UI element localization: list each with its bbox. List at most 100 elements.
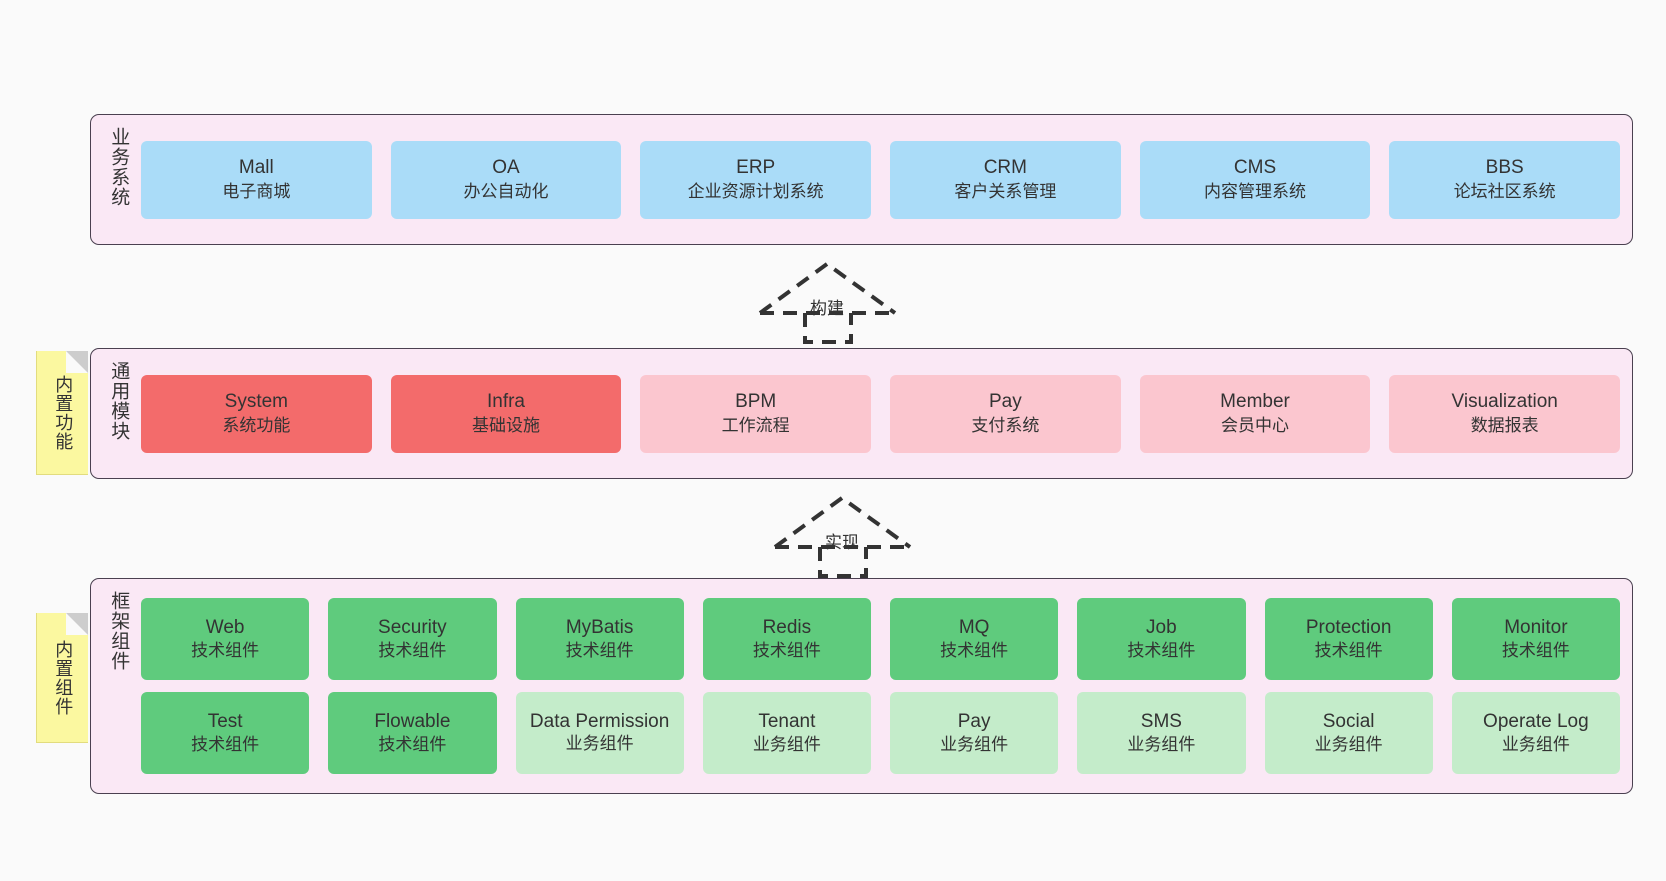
module-subtitle: 基础设施 <box>472 415 540 435</box>
module-card-visualization[interactable]: Visualization 数据报表 <box>1389 374 1621 453</box>
module-card-infra[interactable]: Infra 基础设施 <box>390 374 622 453</box>
module-subtitle: 业务组件 <box>1501 735 1570 755</box>
module-subtitle: 业务组件 <box>1127 735 1196 755</box>
module-subtitle: 技术组件 <box>378 735 447 755</box>
module-card-member[interactable]: Member 会员中心 <box>1139 374 1371 453</box>
module-card-erp[interactable]: ERP 企业资源计划系统 <box>640 140 872 219</box>
module-title: Visualization <box>1451 391 1558 413</box>
module-card-data-permission[interactable]: Data Permission 业务组件 <box>515 692 684 774</box>
module-card-flowable[interactable]: Flowable 技术组件 <box>328 692 497 774</box>
layer-common-modules: 通用模块 System 系统功能 Infra 基础设施 BPM 工作流程 Pay <box>90 348 1633 479</box>
module-title: CMS <box>1233 157 1277 179</box>
module-card-protection[interactable]: Protection 技术组件 <box>1264 598 1433 680</box>
module-subtitle: 技术组件 <box>191 735 260 755</box>
module-title: Monitor <box>1504 616 1568 638</box>
module-subtitle: 工作流程 <box>721 415 790 435</box>
module-subtitle: 技术组件 <box>940 641 1009 661</box>
connector-build-arrow <box>755 258 905 344</box>
module-title: Redis <box>762 616 812 638</box>
module-card-mall[interactable]: Mall 电子商城 <box>141 140 372 219</box>
module-title: Social <box>1322 710 1375 732</box>
module-subtitle: 电子商城 <box>222 181 291 201</box>
module-card-tenant[interactable]: Tenant 业务组件 <box>702 692 871 774</box>
module-subtitle: 客户关系管理 <box>954 181 1057 201</box>
layer-row: Web 技术组件 Security 技术组件 MyBatis 技术组件 Redi… <box>141 598 1620 680</box>
module-title: Pay <box>988 391 1022 413</box>
module-subtitle: 数据报表 <box>1470 415 1539 435</box>
module-card-crm[interactable]: CRM 客户关系管理 <box>890 140 1121 219</box>
note-fold-icon <box>66 351 88 373</box>
module-subtitle: 技术组件 <box>378 641 447 661</box>
module-subtitle: 技术组件 <box>191 641 260 661</box>
module-card-web[interactable]: Web 技术组件 <box>141 598 310 680</box>
layer-business-systems: 业务系统 Mall 电子商城 OA 办公自动化 ERP 企业资源计划系统 CRM <box>90 114 1633 245</box>
module-card-test[interactable]: Test 技术组件 <box>141 692 310 774</box>
module-subtitle: 办公自动化 <box>463 181 549 201</box>
module-title: OA <box>492 157 520 179</box>
module-card-pay-business[interactable]: Pay 业务组件 <box>890 692 1059 774</box>
module-subtitle: 业务组件 <box>565 733 634 753</box>
module-title: Tenant <box>758 710 816 732</box>
layer-row: Mall 电子商城 OA 办公自动化 ERP 企业资源计划系统 CRM 客户关系… <box>141 140 1621 219</box>
module-title: SMS <box>1140 710 1182 732</box>
module-subtitle: 业务组件 <box>1314 735 1383 755</box>
layer-body-common-modules: System 系统功能 Infra 基础设施 BPM 工作流程 Pay 支付系统… <box>135 359 1621 468</box>
module-subtitle: 会员中心 <box>1221 415 1290 435</box>
module-title: Mall <box>238 157 274 179</box>
module-subtitle: 业务组件 <box>752 735 821 755</box>
layer-body-business-systems: Mall 电子商城 OA 办公自动化 ERP 企业资源计划系统 CRM 客户关系… <box>135 125 1621 234</box>
module-card-sms[interactable]: SMS 业务组件 <box>1077 692 1246 774</box>
layer-title-business-systems: 业务系统 <box>108 127 130 207</box>
module-title: BPM <box>735 391 777 413</box>
note-builtin-components: 内置组件 <box>36 613 88 743</box>
module-subtitle: 系统功能 <box>222 415 291 435</box>
module-subtitle: 技术组件 <box>752 641 821 661</box>
module-card-redis[interactable]: Redis 技术组件 <box>702 598 871 680</box>
module-card-monitor[interactable]: Monitor 技术组件 <box>1451 598 1620 680</box>
module-title: Test <box>207 710 243 732</box>
module-subtitle: 技术组件 <box>1501 641 1570 661</box>
module-card-operate-log[interactable]: Operate Log 业务组件 <box>1451 692 1620 774</box>
module-card-system[interactable]: System 系统功能 <box>141 374 372 453</box>
layer-framework-components: 框架组件 Web 技术组件 Security 技术组件 MyBatis 技术组件… <box>90 578 1633 794</box>
module-title: Flowable <box>374 710 451 732</box>
module-subtitle: 企业资源计划系统 <box>687 181 824 201</box>
connector-implement-arrow <box>770 492 920 578</box>
module-title: Infra <box>486 391 526 413</box>
module-card-mq[interactable]: MQ 技术组件 <box>890 598 1059 680</box>
module-title: CRM <box>983 157 1027 179</box>
module-card-oa[interactable]: OA 办公自动化 <box>390 140 622 219</box>
module-subtitle: 论坛社区系统 <box>1453 181 1556 201</box>
layer-row: Test 技术组件 Flowable 技术组件 Data Permission … <box>141 692 1620 774</box>
module-title: System <box>224 391 289 413</box>
module-title: Security <box>378 616 447 638</box>
module-title: Data Permission <box>529 711 670 733</box>
module-subtitle: 技术组件 <box>1314 641 1383 661</box>
module-title: Job <box>1146 616 1177 638</box>
module-title: Protection <box>1305 616 1392 638</box>
module-card-bbs[interactable]: BBS 论坛社区系统 <box>1389 140 1621 219</box>
module-card-bpm[interactable]: BPM 工作流程 <box>640 374 872 453</box>
module-card-cms[interactable]: CMS 内容管理系统 <box>1139 140 1371 219</box>
module-title: Pay <box>957 710 991 732</box>
module-subtitle: 业务组件 <box>940 735 1009 755</box>
layer-body-framework-components: Web 技术组件 Security 技术组件 MyBatis 技术组件 Redi… <box>135 589 1620 783</box>
module-card-pay[interactable]: Pay 支付系统 <box>890 374 1121 453</box>
module-title: Member <box>1220 391 1290 413</box>
module-subtitle: 技术组件 <box>1127 641 1196 661</box>
layer-title-framework-components: 框架组件 <box>108 591 130 671</box>
module-card-security[interactable]: Security 技术组件 <box>328 598 497 680</box>
connector-build-label: 构建 <box>810 299 844 318</box>
note-builtin-features: 内置功能 <box>36 351 88 475</box>
module-card-job[interactable]: Job 技术组件 <box>1077 598 1246 680</box>
module-title: BBS <box>1485 157 1524 179</box>
module-title: MyBatis <box>565 616 634 638</box>
module-card-social[interactable]: Social 业务组件 <box>1264 692 1433 774</box>
layer-title-common-modules: 通用模块 <box>108 361 130 441</box>
module-subtitle: 技术组件 <box>565 641 634 661</box>
connector-implement-label: 实现 <box>825 533 859 552</box>
module-title: Web <box>205 616 245 638</box>
module-subtitle: 支付系统 <box>971 415 1040 435</box>
module-card-mybatis[interactable]: MyBatis 技术组件 <box>515 598 684 680</box>
